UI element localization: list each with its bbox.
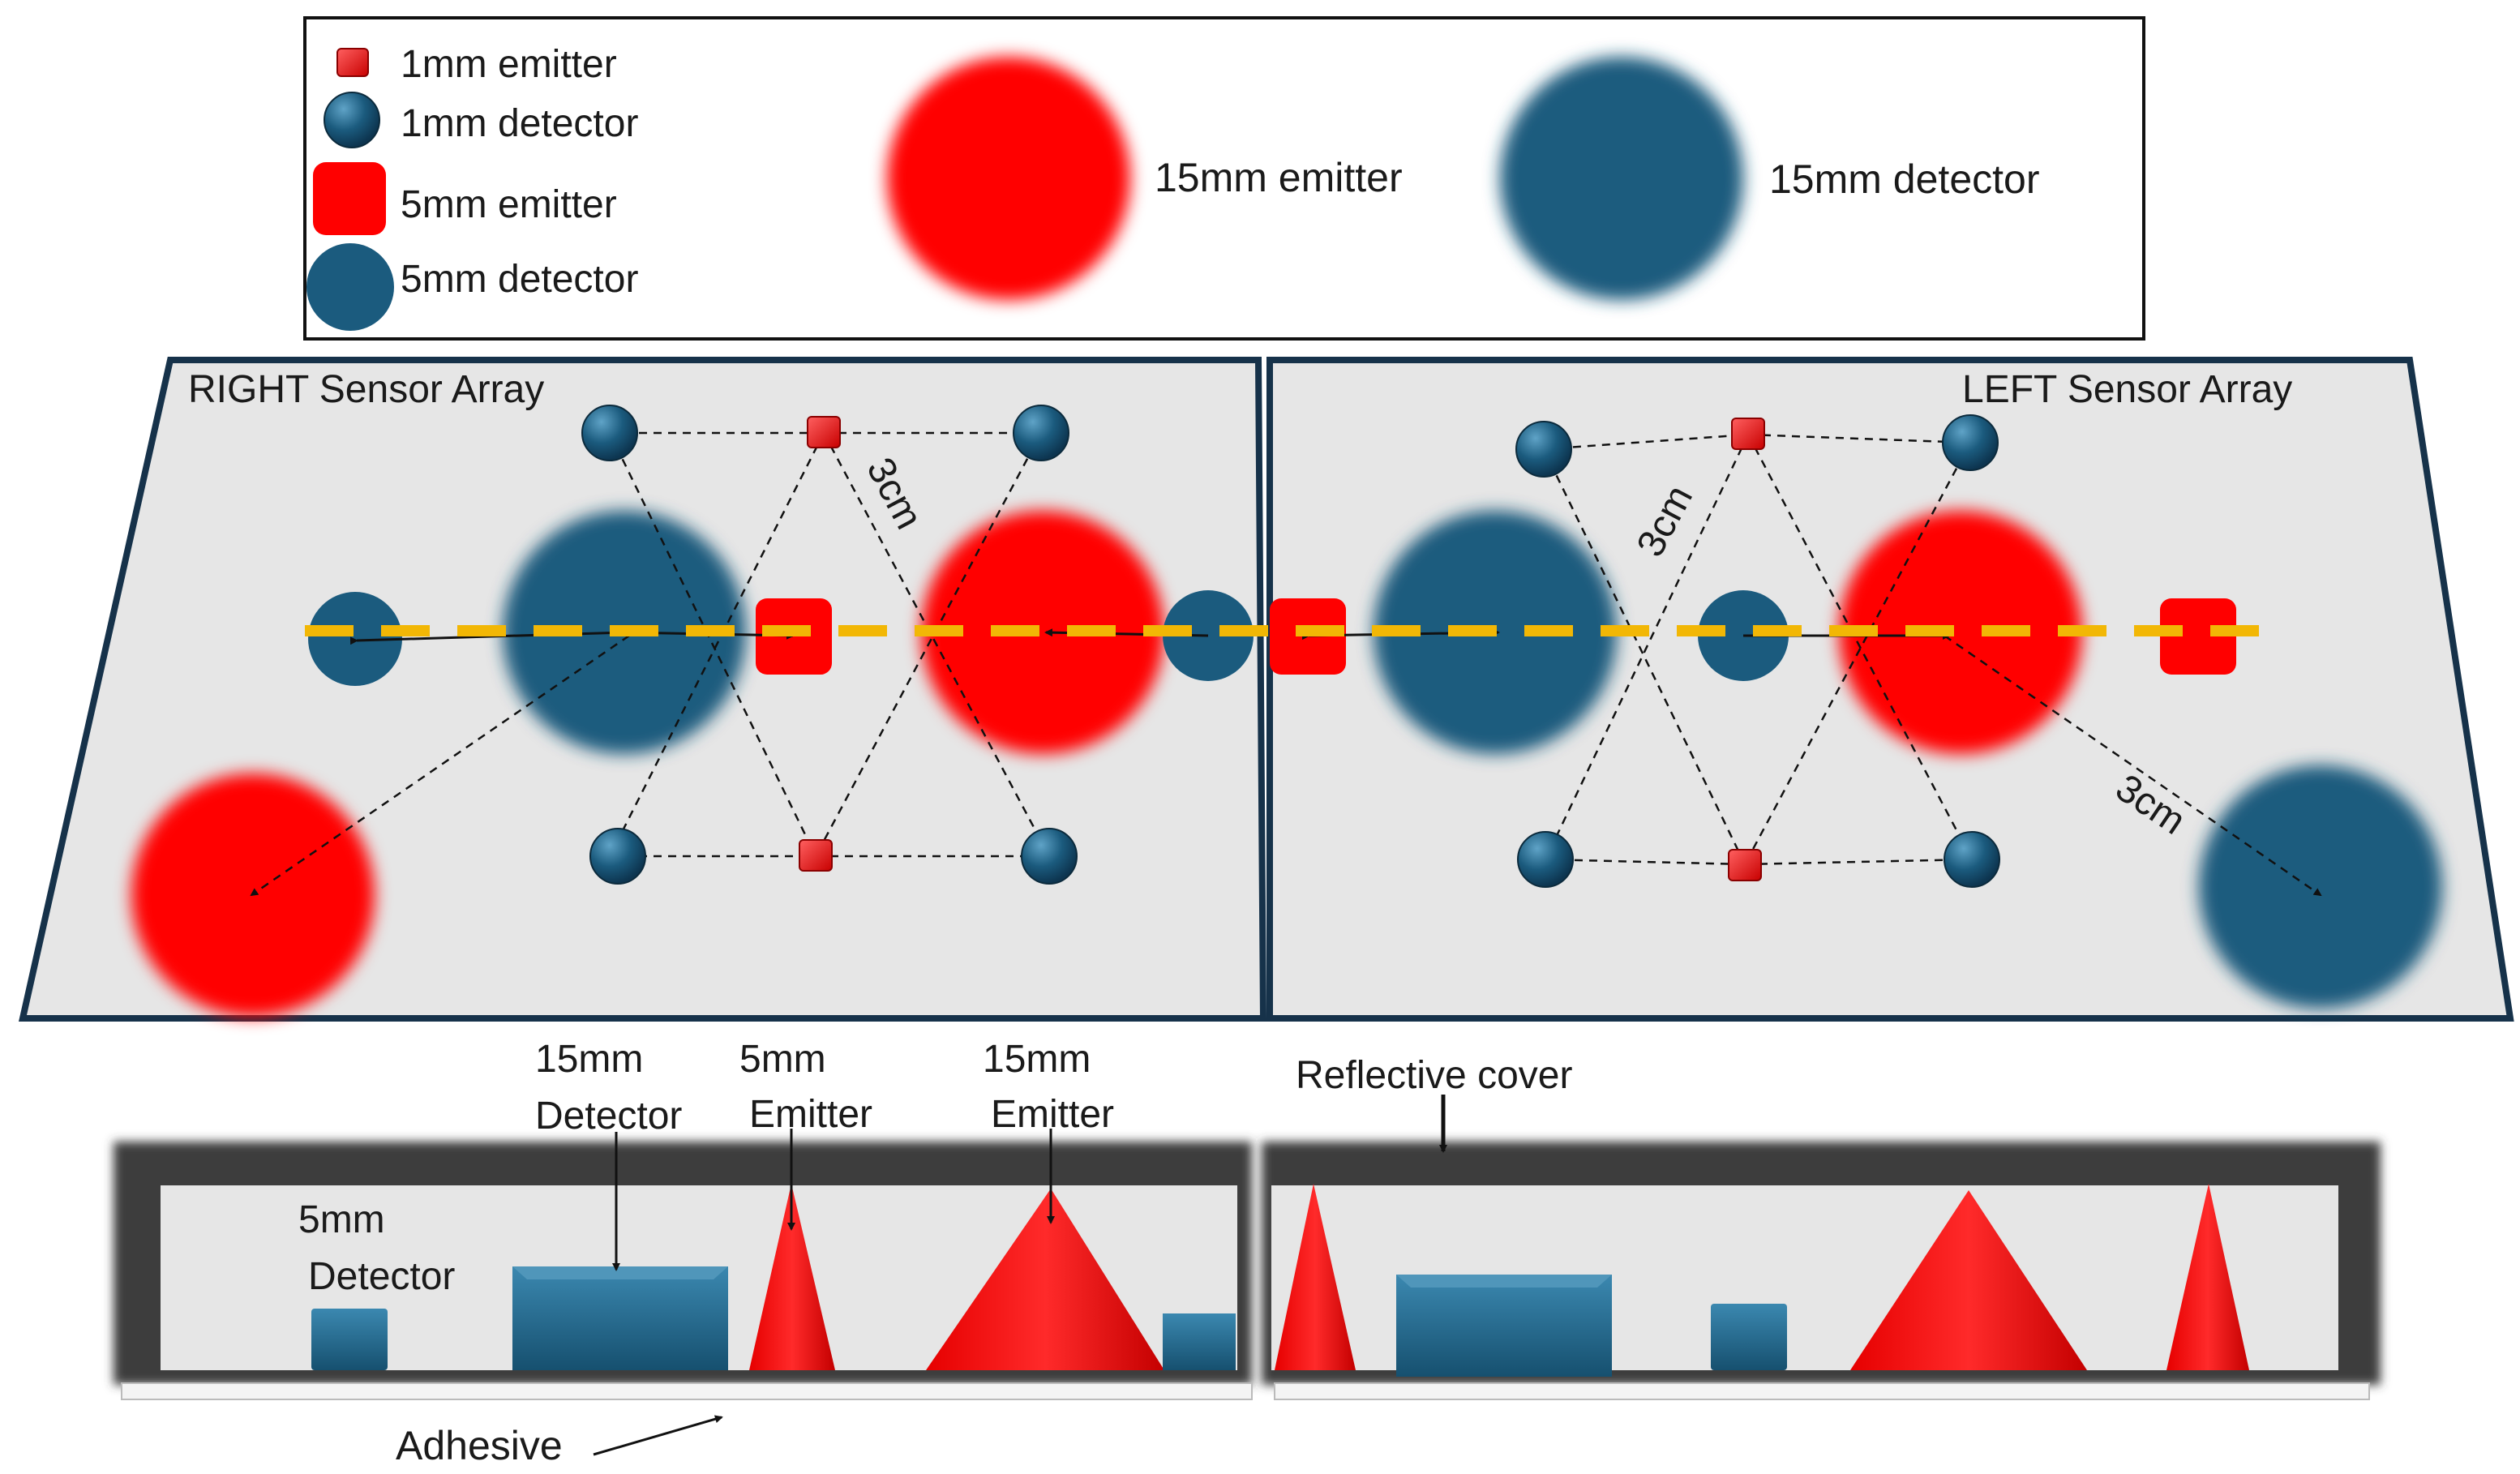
legend-1mm-detector-icon [324,92,380,148]
cs-15mm-emitter [926,1189,1164,1370]
left-1mm-detector [1944,831,2000,888]
cs-15mm-detector [512,1266,728,1370]
cross-section-arrows [593,1095,1447,1456]
cs-15mm-detector-label-2: Detector [535,1095,682,1138]
cs-left-15mm-emitter [1850,1190,2087,1370]
cs-5mm-emitter [749,1184,835,1370]
right-1mm-detector [589,828,646,885]
left-1mm-emitter [1731,418,1765,450]
legend-5mm-detector-label: 5mm detector [401,258,638,301]
reflective-cover-label: Reflective cover [1296,1054,1572,1097]
left-5mm-emitter-right [2160,598,2236,675]
right-1mm-detector [1013,405,1069,461]
cs-5mm-detector-edge [1163,1313,1236,1370]
adhesive-strip-left [1274,1382,2370,1400]
legend-1mm-emitter-icon [336,48,369,77]
cs-left-5mm-emitter [1275,1184,1356,1370]
right-1mm-elements [581,405,1078,885]
right-1mm-emitter [799,839,833,872]
cs-5mm-emitter-label-1: 5mm [739,1038,826,1081]
left-1mm-elements [1515,414,2000,888]
cs-5mm-detector-label-1: 5mm [298,1198,385,1241]
cs-left-15mm-detector [1396,1275,1612,1377]
left-1mm-detector [1517,831,1574,888]
left-array-title: LEFT Sensor Array [1962,368,2292,411]
right-array-title: RIGHT Sensor Array [188,368,544,411]
cross-section: 15mm Detector 5mm Emitter 15mm Emitter 5… [114,1038,2381,1468]
cs-5mm-emitter-label-2: Emitter [749,1093,872,1136]
left-15mm-detector-corner [2199,765,2442,1009]
left-1mm-detector [1515,421,1572,478]
right-1mm-detector [581,405,638,461]
legend: 1mm emitter 1mm detector 5mm emitter 5mm… [303,16,2145,341]
legend-1mm-emitter-label: 1mm emitter [401,43,617,86]
right-1mm-detector [1021,828,1078,885]
left-connection-lines [1542,433,2322,897]
legend-15mm-detector-label: 15mm detector [1769,156,2039,202]
cs-15mm-emitter-label-2: Emitter [991,1093,1114,1136]
left-1mm-emitter [1728,849,1762,881]
top-view: RIGHT Sensor Array LEFT Sensor Array [19,357,2514,1022]
adhesive-strip-right [121,1382,1253,1400]
legend-5mm-detector-icon [306,243,394,331]
left-1mm-detector [1942,414,1999,471]
legend-15mm-emitter-label: 15mm emitter [1155,155,1403,200]
legend-15mm-detector-icon [1500,57,1743,300]
legend-5mm-emitter-label: 5mm emitter [401,183,617,226]
left-15mm-emitter [1839,511,2082,754]
legend-15mm-emitter-icon [887,57,1130,300]
cs-15mm-emitter-label-1: 15mm [983,1038,1091,1081]
legend-5mm-emitter-icon [313,162,386,235]
adhesive-label: Adhesive [396,1423,563,1468]
legend-frame [303,16,2145,341]
legend-1mm-detector-label: 1mm detector [401,102,638,145]
right-15mm-emitter-center [921,511,1164,754]
right-1mm-emitter [807,416,841,448]
cs-left-5mm-emitter-right [2166,1184,2249,1370]
cs-left-5mm-detector [1711,1304,1787,1370]
cs-5mm-detector [311,1309,388,1370]
cs-5mm-detector-label-2: Detector [308,1255,455,1298]
cs-15mm-detector-label-1: 15mm [535,1038,643,1081]
